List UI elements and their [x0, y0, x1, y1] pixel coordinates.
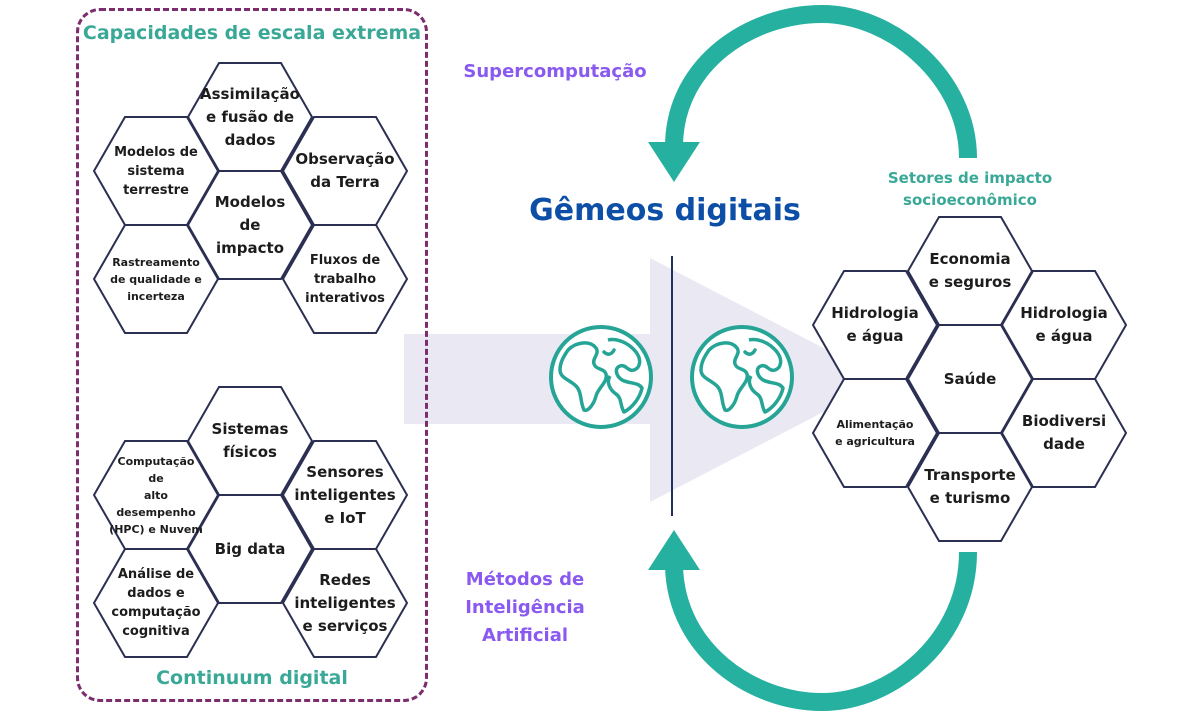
hex-redes: Redes inteligentes e serviços — [294, 570, 396, 635]
hex-big-data: Big data — [214, 539, 286, 558]
hexagon-outline — [92, 224, 220, 334]
hexagon-outline — [92, 548, 220, 658]
hexagon-outline — [906, 432, 1034, 542]
gemeos-digitais-title: Gêmeos digitais — [529, 193, 801, 228]
hexagon-outline — [281, 224, 409, 334]
continuum-title: Continuum digital — [156, 667, 348, 689]
metodos-ia-label: Métodos de Inteligência Artificial — [465, 569, 585, 646]
hexagon-outline — [281, 548, 409, 658]
cycle-arrow-top-icon — [648, 4, 977, 182]
cycle-arrow-bottom-icon — [648, 530, 977, 712]
hex-biodiversidade: Biodiversi dade — [1021, 412, 1107, 453]
hex-rastreamento: Rastreamento de qualidade e incerteza — [110, 255, 202, 303]
hex-economia: Economia e seguros — [928, 250, 1012, 291]
hex-observacao: Observação da Terra — [295, 150, 395, 191]
hex-assimilacao: Assimilação e fusão de dados — [200, 84, 300, 149]
hex-hidrologia-right: Hidrologia e água — [1020, 304, 1108, 345]
hex-sensores: Sensores inteligentes e IoT — [294, 462, 396, 527]
hex-fluxos: Fluxos de trabalho interativos — [305, 252, 385, 306]
hex-transporte: Transporte e turismo — [924, 466, 1016, 507]
hex-modelos-sistema: Modelos de sistema terrestre — [114, 144, 198, 198]
hex-hidrologia-left: Hidrologia e água — [831, 304, 919, 345]
hex-alimentacao: Alimentação e agricultura — [835, 418, 915, 448]
hex-saude: Saúde — [943, 369, 997, 388]
hex-modelos-impacto: Modelos de impacto — [214, 192, 286, 257]
capacidades-title: Capacidades de escala extrema — [82, 22, 422, 44]
hex-sistemas-fisicos: Sistemas físicos — [211, 420, 289, 461]
supercomputacao-label: Supercomputação — [463, 61, 647, 82]
setores-title: Setores de impacto socioeconômico — [887, 169, 1053, 209]
globe-icon — [549, 325, 653, 429]
hexagon-outline — [811, 378, 939, 488]
hex-computacao-hpc: Computação de alto desempenho (HPC) e Nu… — [109, 454, 203, 536]
left-panel-frame — [76, 8, 428, 702]
globe-icon — [690, 325, 794, 429]
hex-analise-dados: Análise de dados e computação cognitiva — [111, 567, 201, 639]
